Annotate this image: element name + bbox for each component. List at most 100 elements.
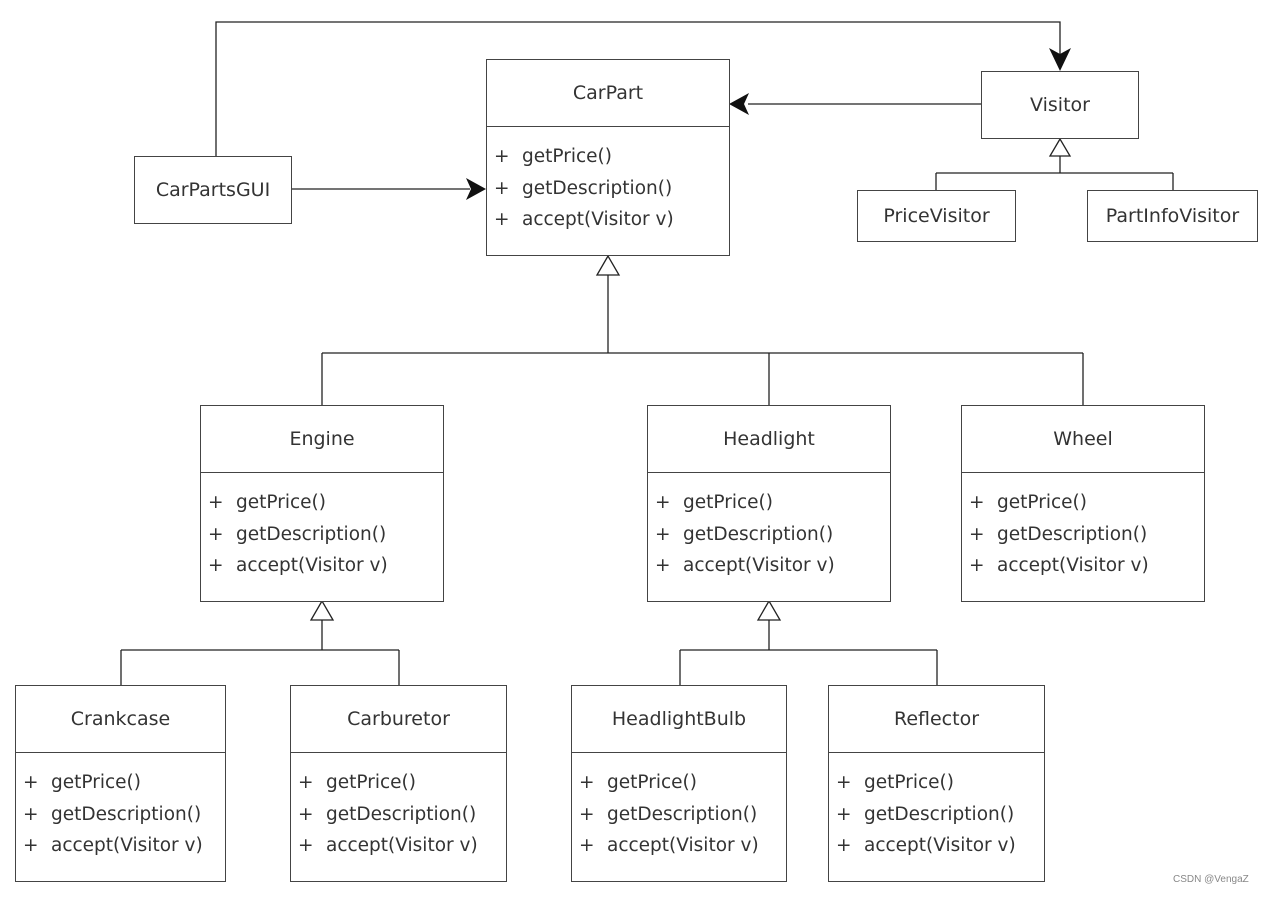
arrowhead-to-visitor — [1049, 48, 1071, 71]
inheritance-arrow-carpart — [595, 254, 621, 276]
visibility-marker: + — [836, 803, 852, 825]
visibility-marker: + — [494, 209, 510, 230]
member-list: +getPrice() + getDescription() + accept(Visi… — [291, 753, 506, 862]
member-row: + accept(Visitor v) — [16, 830, 225, 862]
class-headlightbulb: HeadlightBulb +getPrice()+getDescription… — [571, 685, 787, 882]
class-carpart: CarPart +getPrice() + getDescription() + acc… — [486, 59, 730, 256]
class-reflector: Reflector + getPrice() + getDescription() + a… — [828, 685, 1045, 882]
member-list: + getPrice() + getDescription() +accept(Visi… — [201, 473, 443, 582]
member-row: + getDescription() — [572, 799, 786, 831]
watermark: CSDN @VengaZ — [1173, 874, 1249, 885]
member-row: +getPrice() — [487, 141, 729, 173]
method-signature: getPrice() — [522, 146, 612, 167]
visibility-marker: + — [579, 803, 595, 825]
method-signature: getPrice() — [236, 492, 326, 513]
member-row: +getPrice() — [962, 487, 1204, 519]
price-visitor-box: PriceVisitor — [857, 190, 1016, 242]
visibility-marker: + — [655, 492, 671, 513]
method-signature: getPrice() — [683, 492, 773, 513]
member-list: + getPrice() + getDescription() + accept(Visi… — [648, 473, 890, 582]
inheritance-arrow-headlight — [756, 599, 782, 621]
method-signature: getDescription() — [326, 803, 477, 825]
visibility-marker: + — [579, 772, 595, 793]
class-name: Crankcase — [16, 686, 225, 753]
inheritance-arrow-engine — [309, 599, 335, 621]
member-list: +getPrice()+getDescription() + accept(Visi… — [962, 473, 1204, 582]
member-row: + accept(Visitor v) — [291, 830, 506, 862]
class-name: Wheel — [962, 406, 1204, 473]
method-signature: accept(Visitor v) — [864, 835, 1016, 856]
visibility-marker: + — [298, 835, 314, 856]
member-list: + getPrice() + getDescription() + accept(Visi… — [829, 753, 1044, 862]
method-signature: getDescription() — [607, 803, 758, 825]
member-row: + accept(Visitor v) — [648, 550, 890, 582]
visibility-marker: + — [23, 803, 39, 825]
inheritance-arrow-visitor — [1048, 137, 1072, 157]
method-signature: getDescription() — [236, 523, 387, 545]
class-name: CarPart — [487, 60, 729, 127]
method-signature: accept(Visitor v) — [326, 835, 478, 856]
member-row: + getDescription() — [487, 173, 729, 205]
visibility-marker: + — [655, 523, 671, 545]
method-signature: accept(Visitor v) — [607, 835, 759, 856]
visibility-marker: + — [23, 772, 39, 793]
member-row: + getDescription() — [16, 799, 225, 831]
class-wheel: Wheel +getPrice()+getDescription() + accep… — [961, 405, 1205, 602]
member-row: +getDescription() — [962, 519, 1204, 551]
method-signature: getDescription() — [51, 803, 202, 825]
member-row: + getDescription() — [291, 799, 506, 831]
visibility-marker: + — [23, 835, 39, 856]
visibility-marker: + — [655, 555, 671, 576]
member-row: + getDescription() — [648, 519, 890, 551]
method-signature: getDescription() — [997, 523, 1148, 545]
method-signature: getDescription() — [683, 523, 834, 545]
method-signature: getPrice() — [864, 772, 954, 793]
visibility-marker: + — [208, 492, 224, 513]
member-list: + getPrice() + getDescription() + accept(Visi… — [572, 753, 786, 862]
class-carburetor: Carburetor +getPrice()+getDescription()+… — [290, 685, 507, 882]
method-signature: accept(Visitor v) — [51, 835, 203, 856]
method-signature: getPrice() — [326, 772, 416, 793]
price-visitor-label: PriceVisitor — [883, 205, 990, 227]
partinfo-visitor-label: PartInfoVisitor — [1105, 205, 1240, 227]
member-row: + getPrice() — [16, 767, 225, 799]
method-signature: accept(Visitor v) — [522, 209, 674, 230]
member-row: + getDescription() — [829, 799, 1044, 831]
visibility-marker: + — [298, 803, 314, 825]
member-list: + getPrice() + getDescription() + accept(Visi… — [16, 753, 225, 862]
method-signature: getPrice() — [997, 492, 1087, 513]
member-row: + getPrice() — [572, 767, 786, 799]
method-signature: getDescription() — [522, 177, 673, 199]
class-crankcase: Crankcase + getPrice() + getDescription() + a… — [15, 685, 226, 882]
visibility-marker: + — [836, 772, 852, 793]
class-engine: Engine +getPrice()+getDescription()+acce… — [200, 405, 444, 602]
member-row: + accept(Visitor v) — [572, 830, 786, 862]
member-row: +getPrice() — [291, 767, 506, 799]
member-row: + getPrice() — [648, 487, 890, 519]
visibility-marker: + — [836, 835, 852, 856]
visitor-box: Visitor — [981, 71, 1139, 139]
visibility-marker: + — [579, 835, 595, 856]
class-name: Headlight — [648, 406, 890, 473]
member-row: +accept(Visitor v) — [201, 550, 443, 582]
visitor-label: Visitor — [1030, 94, 1090, 116]
method-signature: getPrice() — [607, 772, 697, 793]
class-name: Carburetor — [291, 686, 506, 753]
method-signature: getDescription() — [864, 803, 1015, 825]
visibility-marker: + — [494, 177, 510, 199]
member-list: +getPrice() + getDescription() + accept(Visi… — [487, 127, 729, 236]
visibility-marker: + — [208, 523, 224, 545]
member-row: + accept(Visitor v) — [829, 830, 1044, 862]
class-name: Reflector — [829, 686, 1044, 753]
member-row: + accept(Visitor v) — [962, 550, 1204, 582]
partinfo-visitor-box: PartInfoVisitor — [1087, 190, 1258, 242]
member-row: + getPrice() — [201, 487, 443, 519]
carparts-gui-label: CarPartsGUI — [155, 179, 271, 201]
method-signature: accept(Visitor v) — [997, 555, 1149, 576]
class-headlight: Headlight + getPrice() + getDescription() + a… — [647, 405, 891, 602]
method-signature: accept(Visitor v) — [683, 555, 835, 576]
visibility-marker: + — [969, 555, 985, 576]
arrowhead-visitor-to-carpart — [729, 93, 749, 115]
method-signature: getPrice() — [51, 772, 141, 793]
